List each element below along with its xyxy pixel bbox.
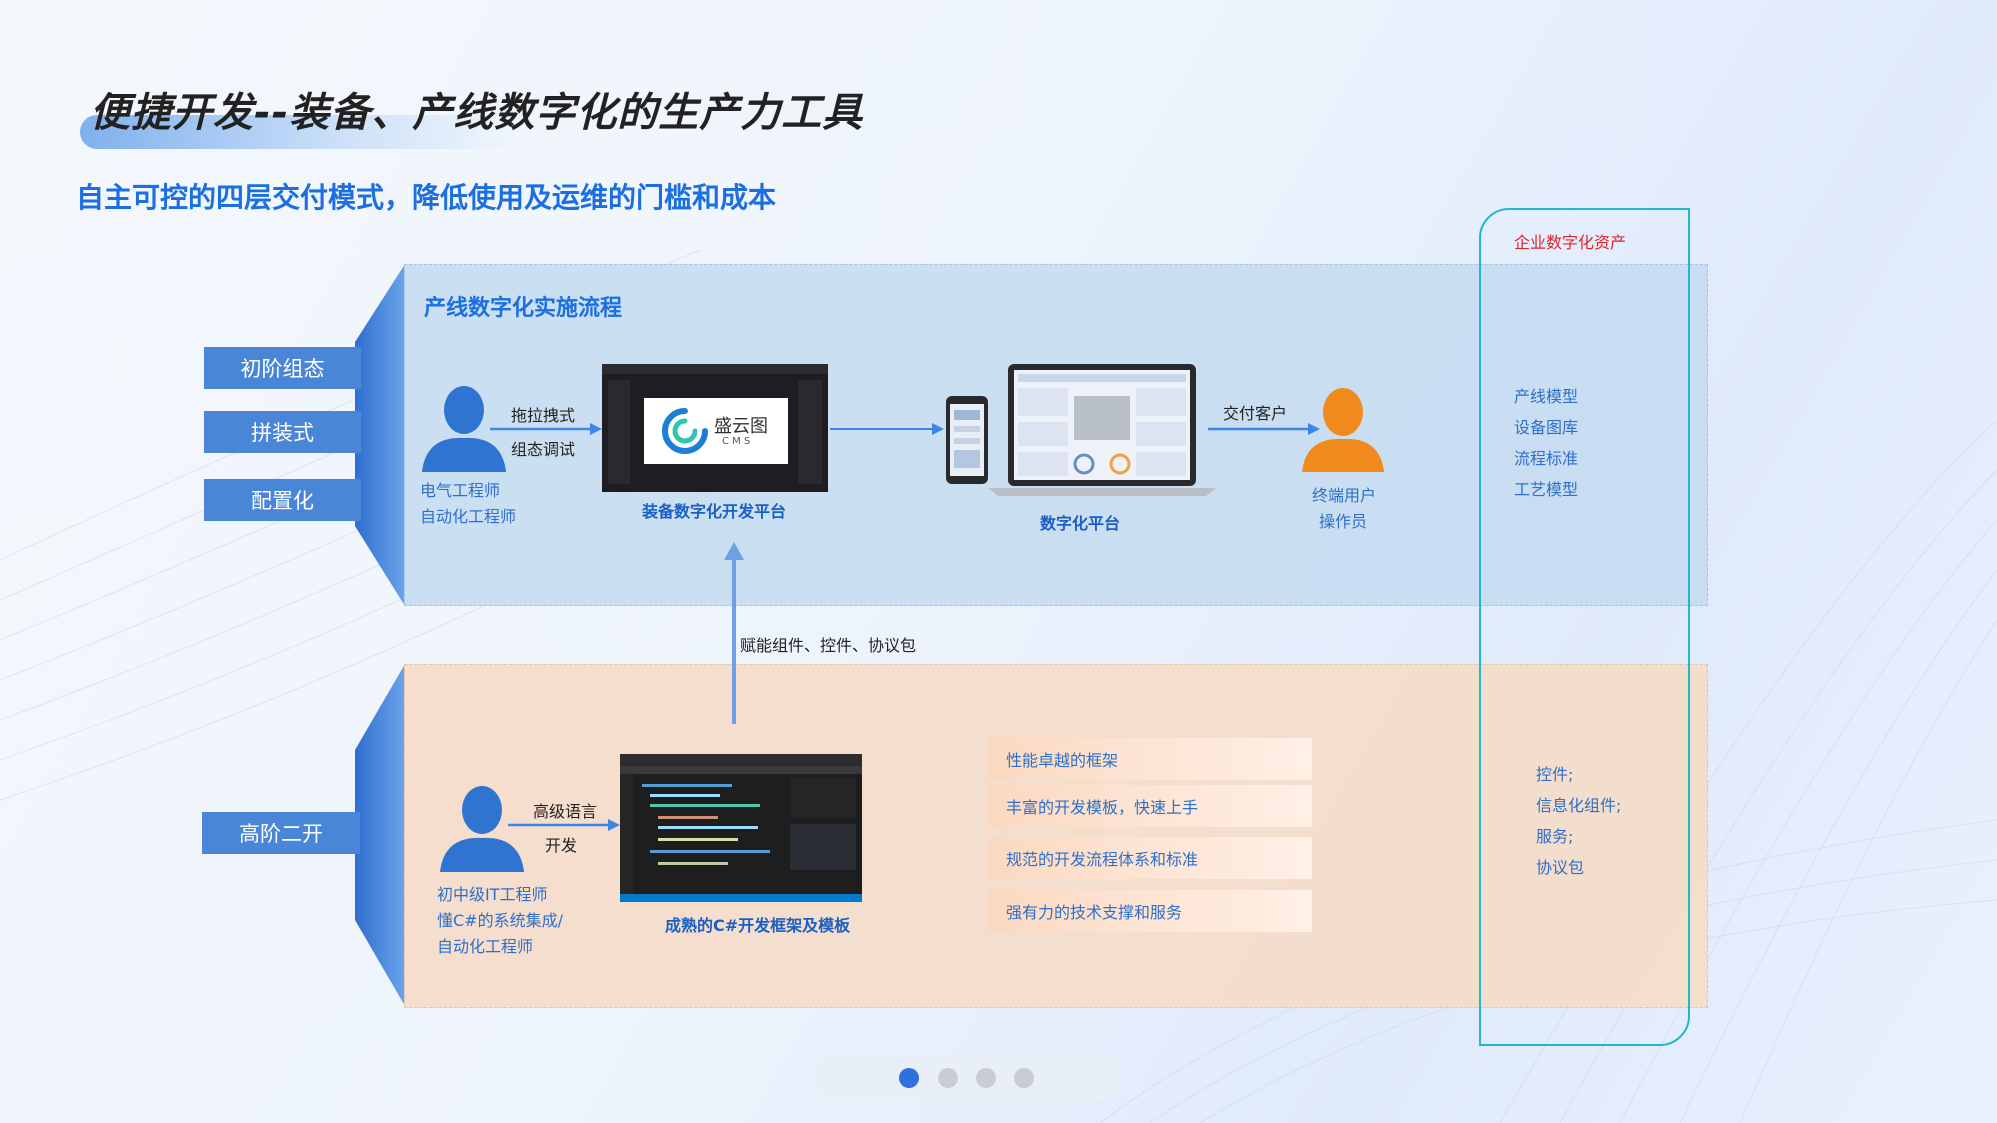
asset-item: 服务;: [1536, 827, 1574, 846]
feature-item: 丰富的开发模板，快速上手: [988, 785, 1312, 827]
end-user-roles: 终端用户 操作员: [1312, 483, 1377, 535]
dev-platform-screenshot: 盛云图 C M S: [602, 364, 828, 492]
page-title: 便捷开发--装备、产线数字化的生产力工具: [90, 90, 864, 136]
drag-drop-label: 拖拉拽式: [511, 406, 576, 425]
cms-logo-card: 盛云图 C M S: [644, 398, 788, 464]
deliver-customer-label: 交付客户: [1223, 404, 1288, 423]
asset-item: 控件;: [1536, 765, 1574, 784]
asset-item: 工艺模型: [1514, 480, 1579, 499]
role-it-engineer: 初中级IT工程师: [437, 885, 548, 904]
it-engineer-roles: 初中级IT工程师 懂C#的系统集成/ 自动化工程师: [437, 882, 563, 960]
arrow-to-framework: [508, 819, 620, 831]
pager-dot-4[interactable]: [1014, 1068, 1034, 1088]
dev-platform-caption: 装备数字化开发平台: [642, 502, 787, 521]
enterprise-assets-frame: [1479, 208, 1690, 1046]
framework-code-screenshot: [620, 754, 862, 902]
digital-platform-caption: 数字化平台: [1040, 514, 1121, 533]
mode-configuration[interactable]: 配置化: [204, 479, 361, 521]
digital-platform-devices: [946, 364, 1216, 496]
asset-item: 流程标准: [1514, 449, 1579, 468]
end-user-icon: [1302, 388, 1384, 472]
title-highlight: [80, 115, 520, 149]
asset-item: 产线模型: [1514, 387, 1579, 406]
asset-item: 协议包: [1536, 858, 1585, 877]
cms-logo-sub: C M S: [722, 436, 751, 447]
slide-pager: [815, 1053, 1121, 1101]
role-electrical-engineer: 电气工程师: [420, 481, 501, 500]
pager-dot-1[interactable]: [899, 1068, 919, 1088]
enable-components-label: 赋能组件、控件、协议包: [740, 636, 917, 655]
arrow-to-digital-platform: [830, 423, 944, 435]
enterprise-assets-title: 企业数字化资产: [1514, 233, 1627, 252]
mode-basic-config[interactable]: 初阶组态: [204, 347, 361, 389]
cms-logo-icon: [662, 408, 708, 454]
page-subtitle: 自主可控的四层交付模式，降低使用及运维的门槛和成本: [76, 181, 777, 214]
mode-assembly[interactable]: 拼装式: [204, 411, 361, 453]
cms-logo-text: 盛云图: [714, 416, 768, 437]
implementation-flow-label: 产线数字化实施流程: [424, 296, 623, 321]
pager-dot-2[interactable]: [938, 1068, 958, 1088]
it-engineer-user-icon: [440, 786, 524, 872]
engineer-user-icon: [422, 386, 506, 472]
feature-item: 性能卓越的框架: [988, 738, 1312, 780]
role-csharp-integrator: 懂C#的系统集成/: [437, 911, 563, 930]
feature-item: 规范的开发流程体系和标准: [988, 837, 1312, 879]
feature-item: 强有力的技术支撑和服务: [988, 890, 1312, 932]
config-debug-label: 组态调试: [511, 440, 576, 459]
pager-dot-3[interactable]: [976, 1068, 996, 1088]
role-operator: 操作员: [1318, 512, 1367, 531]
role-automation-engineer-2: 自动化工程师: [437, 937, 534, 956]
arrow-to-end-user: [1208, 423, 1320, 435]
assets-bottom-list: 控件; 信息化组件; 服务; 协议包: [1536, 759, 1621, 883]
role-automation-engineer: 自动化工程师: [420, 507, 517, 526]
top-funnel-shape: [355, 264, 405, 606]
assets-top-list: 产线模型 设备图库 流程标准 工艺模型: [1514, 381, 1578, 505]
bottom-funnel-shape: [355, 664, 405, 1006]
develop-label: 开发: [545, 836, 578, 855]
high-level-language-label: 高级语言: [533, 802, 598, 821]
framework-caption: 成熟的C#开发框架及模板: [665, 916, 851, 935]
engineer-roles: 电气工程师 自动化工程师: [420, 478, 516, 530]
enable-components-arrow: [724, 542, 744, 724]
mode-advanced-dev[interactable]: 高阶二开: [202, 812, 360, 854]
arrow-to-dev-platform: [490, 423, 602, 435]
asset-item: 设备图库: [1514, 418, 1579, 437]
role-end-user: 终端用户: [1312, 486, 1377, 505]
asset-item: 信息化组件;: [1536, 796, 1622, 815]
